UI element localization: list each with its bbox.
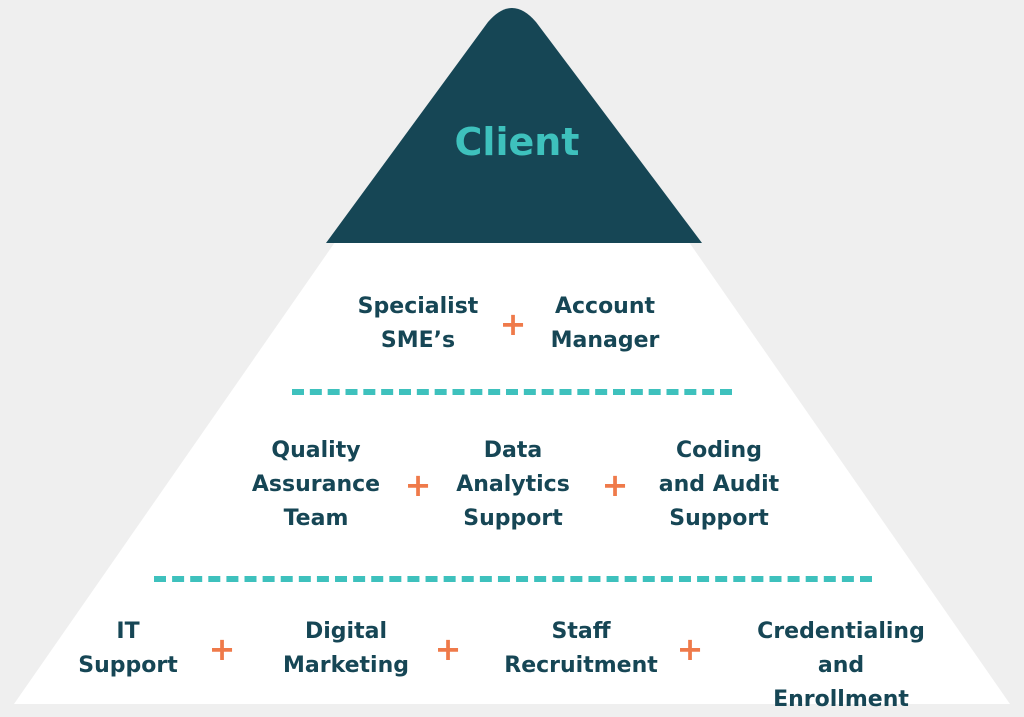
tier1-item-account-manager: Account Manager <box>550 294 660 353</box>
plus-icon: + <box>208 630 236 668</box>
tier3-item-digital-marketing: Digital Marketing <box>282 619 410 678</box>
tier-divider <box>154 576 872 582</box>
tier3-item-it-support: IT Support <box>78 619 178 678</box>
tier2-item-coding-audit: Coding and Audit Support <box>658 438 780 531</box>
pyramid-body <box>14 8 1010 704</box>
apex-title: Client <box>454 120 580 164</box>
plus-icon: + <box>676 630 704 668</box>
plus-icon: + <box>434 630 462 668</box>
plus-icon: + <box>601 466 629 504</box>
tier-divider <box>292 389 732 395</box>
tier3-item-credentialing: Credentialing and Enrollment <box>757 619 925 712</box>
tier2-item-data-analytics: Data Analytics Support <box>456 438 570 531</box>
tier3-item-staff-recruitment: Staff Recruitment <box>504 619 658 678</box>
tier2-item-quality-assurance: Quality Assurance Team <box>251 438 381 531</box>
plus-icon: + <box>499 305 527 343</box>
pyramid-apex <box>326 8 702 243</box>
plus-icon: + <box>404 466 432 504</box>
tier1-item-specialist: Specialist SME’s <box>357 294 479 353</box>
